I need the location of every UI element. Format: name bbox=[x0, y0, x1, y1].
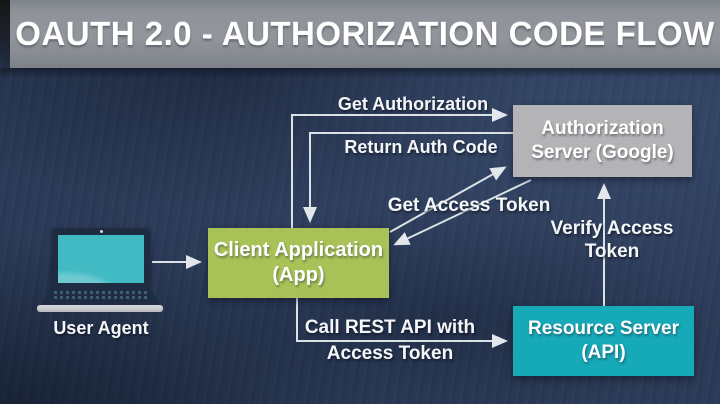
get-authorization-label: Get Authorization bbox=[337, 94, 489, 114]
resource-server-title: Resource Server bbox=[527, 318, 680, 340]
call-rest-api-label-line1: Call REST API with bbox=[304, 317, 476, 338]
edge-get-access-token-response bbox=[393, 179, 532, 246]
call-rest-api-label: Call REST API with Access Token bbox=[290, 315, 490, 367]
verify-access-token-label-line1: Verify Access bbox=[550, 218, 674, 239]
node-resource-server: Resource Server (API) bbox=[513, 306, 694, 376]
call-rest-api-label-line2: Access Token bbox=[326, 343, 454, 364]
node-authorization-server: Authorization Server (Google) bbox=[513, 105, 692, 177]
laptop-base bbox=[37, 305, 163, 312]
page-title: OAUTH 2.0 - AUTHORIZATION CODE FLOW bbox=[15, 15, 715, 52]
edge-get-access-token-request bbox=[389, 166, 507, 233]
verify-access-token-label-line2: Token bbox=[584, 241, 640, 262]
webcam-dot-icon bbox=[100, 230, 103, 233]
title-banner: OAUTH 2.0 - AUTHORIZATION CODE FLOW bbox=[10, 0, 720, 68]
get-access-token-label: Get Access Token bbox=[387, 195, 551, 216]
edge-call-rest-api bbox=[296, 298, 508, 348]
node-client-application: Client Application (App) bbox=[208, 228, 389, 298]
client-application-title: Client Application bbox=[213, 239, 384, 261]
laptop-screen bbox=[58, 235, 144, 283]
client-application-subtitle: (App) bbox=[272, 264, 325, 286]
user-agent-label: User Agent bbox=[53, 318, 149, 338]
verify-access-token-label: Verify Access Token bbox=[542, 217, 682, 263]
laptop-keys-texture bbox=[54, 291, 147, 300]
authorization-server-subtitle: Server (Google) bbox=[531, 142, 674, 163]
laptop-keyboard bbox=[40, 288, 161, 305]
edge-return-auth-code bbox=[303, 132, 513, 223]
authorization-server-title: Authorization bbox=[541, 118, 664, 140]
return-auth-code-label: Return Auth Code bbox=[344, 137, 498, 157]
left-edge-strip bbox=[0, 0, 10, 80]
titlebar-shadow bbox=[0, 68, 720, 78]
resource-server-subtitle: (API) bbox=[581, 342, 626, 363]
edge-get-authorization bbox=[291, 108, 508, 228]
laptop-screen-bezel bbox=[52, 228, 150, 288]
